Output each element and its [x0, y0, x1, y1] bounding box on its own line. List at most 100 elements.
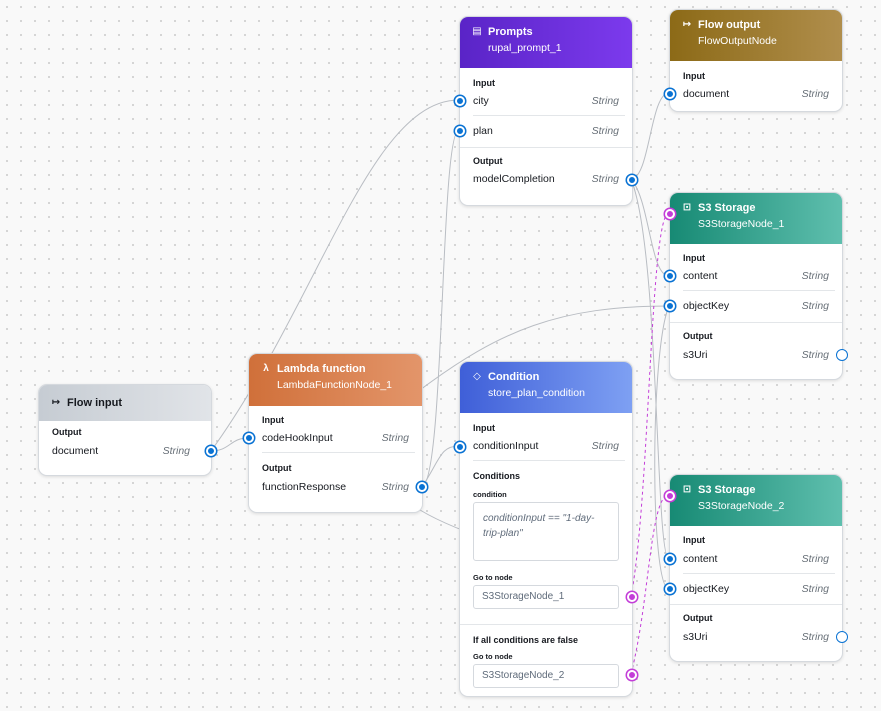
wire-prompt-to-output [630, 92, 670, 180]
lambda-icon: λ [263, 363, 269, 374]
prompts-header: ▤ Prompts rupal_prompt_1 [460, 17, 632, 68]
input-type: String [801, 583, 829, 595]
s3-2-header: ⊡ S3 Storage S3StorageNode_2 [670, 475, 842, 526]
s3-2-subtitle: S3StorageNode_2 [698, 500, 785, 512]
input-type: String [801, 300, 829, 312]
divider [683, 290, 835, 291]
output-name: document [52, 445, 99, 457]
flow-input-node[interactable]: ↦Flow input Output document String [38, 384, 216, 476]
s3-1-content-row: content String [683, 270, 829, 282]
input-type: String [801, 88, 829, 100]
divider [460, 147, 632, 148]
lambda-input-label: Input [262, 415, 284, 425]
s3-1-objectkey-row: objectKey String [683, 300, 829, 312]
prompts-input-row-city: city String [473, 95, 619, 107]
s3-2-s3uri-port[interactable] [836, 631, 848, 643]
condition-title: Condition [488, 371, 540, 383]
output-type: String [591, 173, 619, 185]
divider [683, 573, 835, 574]
flow-input-document-port[interactable] [206, 446, 216, 456]
s3-2-objectkey-port[interactable] [665, 584, 675, 594]
s3-2-title: S3 Storage [698, 484, 756, 496]
prompts-plan-port[interactable] [455, 126, 465, 136]
prompts-subtitle: rupal_prompt_1 [488, 42, 562, 54]
prompts-title: Prompts [488, 26, 533, 38]
s3-2-output-row: s3Uri String [683, 631, 829, 643]
s3-2-content-row: content String [683, 553, 829, 565]
flow-output-header: ↦Flow output FlowOutputNode [670, 10, 842, 61]
divider [460, 624, 632, 625]
s3-1-input-label: Input [683, 253, 705, 263]
condition-goto-port[interactable] [627, 592, 637, 602]
lambda-subtitle: LambdaFunctionNode_1 [277, 379, 392, 391]
input-type: String [801, 553, 829, 565]
prompts-city-port[interactable] [455, 96, 465, 106]
condition-name-label: condition [473, 490, 507, 499]
input-name: objectKey [683, 583, 730, 595]
input-name: content [683, 270, 718, 282]
bucket-icon: ⊡ [682, 202, 692, 213]
s3-1-title: S3 Storage [698, 202, 756, 214]
wire-prompt-to-s3-1-content [630, 178, 670, 277]
flow-input-output-row: document String [52, 445, 198, 457]
condition-input-port[interactable] [455, 442, 465, 452]
prompts-node[interactable]: ▤Prompts rupal_prompt_1 Input city Strin… [455, 16, 637, 206]
output-type: String [381, 481, 409, 493]
s3-1-s3uri-port[interactable] [836, 349, 848, 361]
input-name: codeHookInput [262, 432, 333, 444]
condition-subtitle: store_plan_condition [488, 387, 585, 399]
s3-storage-node-2[interactable]: ⊡S3 Storage S3StorageNode_2 Input conten… [665, 474, 848, 662]
input-type: String [801, 270, 829, 282]
document-icon: ▤ [472, 26, 482, 37]
flow-output-document-port[interactable] [665, 89, 675, 99]
fallback-goto-port[interactable] [627, 670, 637, 680]
wire-fallback-to-s3-2 [630, 494, 670, 675]
s3-1-header: ⊡ S3 Storage S3StorageNode_1 [670, 193, 842, 244]
condition-input-row: conditionInput String [473, 440, 619, 452]
bucket-icon: ⊡ [682, 484, 692, 495]
input-type: String [381, 432, 409, 444]
s3-2-trigger-port[interactable] [665, 491, 675, 501]
s3-2-content-port[interactable] [665, 554, 675, 564]
wire-prompt-to-s3-2-content [630, 178, 670, 560]
fallback-goto-field[interactable]: S3StorageNode_2 [473, 664, 619, 688]
prompts-modelcompletion-port[interactable] [627, 175, 637, 185]
s3-storage-node-1[interactable]: ⊡ S3 Storage S3StorageNode_1 Input conten… [665, 192, 848, 380]
divider [670, 322, 842, 323]
output-name: functionResponse [262, 481, 347, 493]
fallback-label: If all conditions are false [473, 635, 579, 645]
diamond-icon: ◇ [473, 371, 481, 382]
input-type: String [591, 125, 619, 137]
s3-1-content-port[interactable] [665, 271, 675, 281]
lambda-codehookinput-port[interactable] [244, 433, 254, 443]
lambda-functionresponse-port[interactable] [417, 482, 427, 492]
goto-label: Go to node [473, 573, 513, 582]
flow-input-header: ↦Flow input [39, 385, 211, 421]
divider [670, 604, 842, 605]
s3-2-output-label: Output [683, 613, 713, 623]
flow-output-node[interactable]: ↦Flow output FlowOutputNode Input docume… [665, 9, 843, 112]
condition-node[interactable]: ◇ Condition store_plan_condition Input co… [455, 361, 637, 697]
output-name: s3Uri [683, 631, 708, 643]
s3-1-output-row: s3Uri String [683, 349, 829, 361]
condition-header: ◇ Condition store_plan_condition [460, 362, 632, 413]
input-name: document [683, 88, 730, 100]
condition-input-label: Input [473, 423, 495, 433]
s3-1-objectkey-port[interactable] [665, 301, 675, 311]
input-name: conditionInput [473, 440, 539, 452]
input-name: city [473, 95, 489, 107]
flow-output-input-row: document String [683, 88, 829, 100]
flow-input-output-label: Output [52, 427, 82, 437]
lambda-output-label: Output [262, 463, 292, 473]
conditions-label: Conditions [473, 471, 520, 481]
s3-1-trigger-port[interactable] [665, 209, 675, 219]
s3-1-subtitle: S3StorageNode_1 [698, 218, 785, 230]
flow-output-title: Flow output [698, 19, 761, 31]
goto-node-field[interactable]: S3StorageNode_1 [473, 585, 619, 609]
condition-expression-field[interactable]: conditionInput == "1-day-trip-plan" [473, 502, 619, 561]
prompts-output-label: Output [473, 156, 503, 166]
prompts-output-row: modelCompletion String [473, 173, 619, 185]
input-name: objectKey [683, 300, 730, 312]
output-type: String [801, 631, 829, 643]
